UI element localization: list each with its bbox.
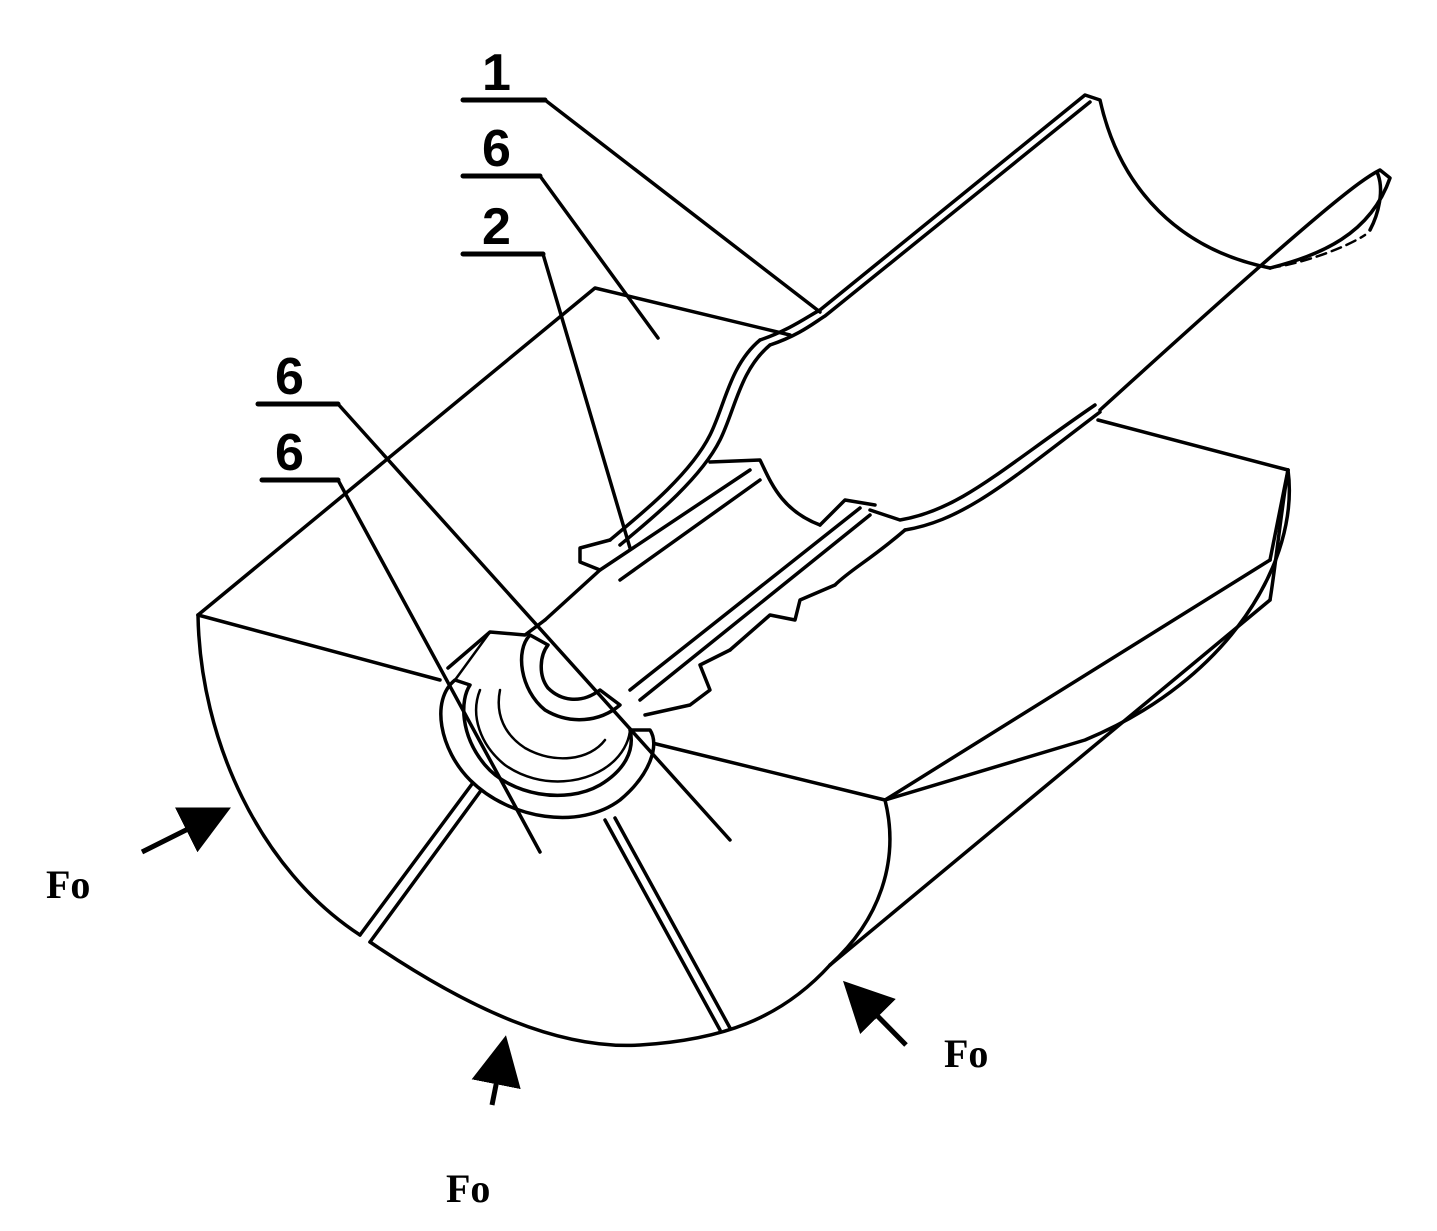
- leader-lines: [255, 97, 822, 854]
- force-labels: Fo Fo Fo: [46, 862, 988, 1211]
- force-label-bottom: Fo: [446, 1166, 490, 1211]
- label-6-mid: 6: [275, 348, 304, 406]
- die-body: [196, 286, 1291, 1048]
- label-1: 1: [482, 44, 511, 102]
- label-2: 2: [482, 198, 511, 256]
- label-6-low: 6: [275, 424, 304, 482]
- force-arrows: [140, 807, 908, 1106]
- force-arrow-bottom: [471, 1035, 521, 1106]
- tube: [439, 93, 1392, 820]
- force-label-right: Fo: [944, 1031, 988, 1076]
- force-arrow-right: [842, 980, 908, 1047]
- reference-numerals: 1 6 2 6 6: [275, 44, 511, 482]
- force-label-left: Fo: [46, 862, 90, 907]
- force-arrow-left: [140, 807, 231, 855]
- label-6-top: 6: [482, 120, 511, 178]
